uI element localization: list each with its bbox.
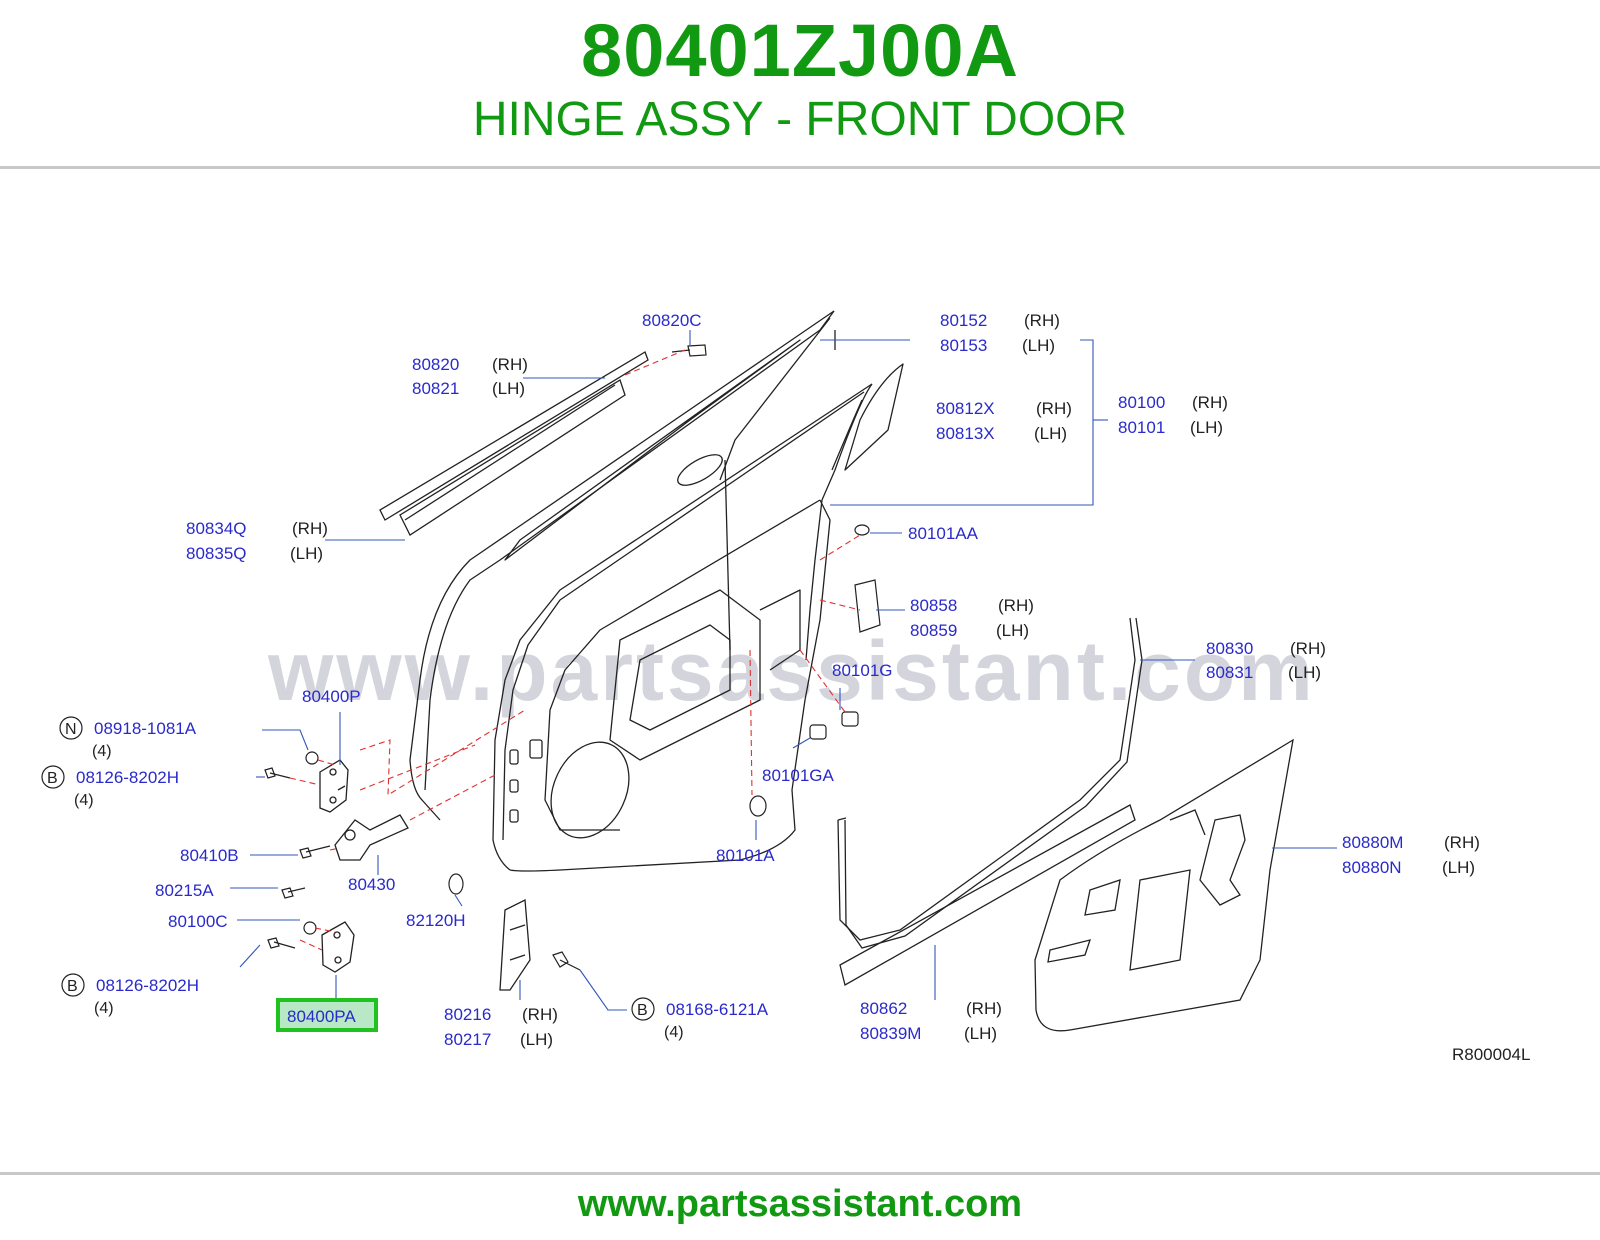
label-80839M[interactable]: 80839M [860, 1024, 921, 1043]
label-80153[interactable]: 80153 [940, 336, 987, 355]
side-80821: (LH) [492, 379, 525, 398]
label-80410B[interactable]: 80410B [180, 846, 239, 865]
callout-letter-N: N [65, 721, 77, 738]
side-80153: (LH) [1022, 336, 1055, 355]
label-08168-6121A[interactable]: 08168-6121A [666, 1000, 769, 1019]
lower-hinge [321, 921, 355, 973]
part-labels: 80820C 80820 (RH) 80821 (LH) 80152 (RH) … [41, 311, 1530, 1064]
side-80820: (RH) [492, 355, 528, 374]
label-80821[interactable]: 80821 [412, 379, 459, 398]
part-name-subtitle: HINGE ASSY - FRONT DOOR [472, 93, 1128, 146]
label-80400P[interactable]: 80400P [302, 687, 361, 706]
service-opening [609, 589, 761, 761]
body-hinge [499, 898, 531, 991]
label-80880M[interactable]: 80880M [1342, 833, 1403, 852]
qty-08126-8202H-lower: (4) [94, 1000, 114, 1017]
diagram-reference-code: R800004L [1452, 1045, 1530, 1064]
side-80880N: (LH) [1442, 858, 1475, 877]
label-08126-8202H-lower[interactable]: 08126-8202H [96, 976, 199, 995]
label-80216[interactable]: 80216 [444, 1005, 491, 1024]
qty-08918-1081A: (4) [92, 743, 112, 760]
door-outer-panel [409, 310, 835, 821]
label-80152[interactable]: 80152 [940, 311, 987, 330]
leader-lines [230, 330, 1337, 1011]
header-divider [0, 166, 1600, 169]
side-80101: (LH) [1190, 418, 1223, 437]
upper-hinge [319, 759, 349, 813]
label-80835Q[interactable]: 80835Q [186, 544, 247, 563]
callout-letter-B-3: B [637, 1002, 648, 1019]
side-80858: (RH) [998, 596, 1034, 615]
assembly-dashes [289, 349, 861, 951]
label-80831[interactable]: 80831 [1206, 663, 1253, 682]
label-80880N[interactable]: 80880N [1342, 858, 1402, 877]
label-80812X[interactable]: 80812X [936, 399, 995, 418]
door-inner-panel [509, 499, 831, 872]
label-80217[interactable]: 80217 [444, 1030, 491, 1049]
side-80100: (RH) [1192, 393, 1228, 412]
footer-website-link[interactable]: www.partsassistant.com [577, 1183, 1023, 1225]
door-check-link [334, 814, 409, 861]
label-80100[interactable]: 80100 [1118, 393, 1165, 412]
label-82120H[interactable]: 82120H [406, 911, 466, 930]
label-80100C[interactable]: 80100C [168, 912, 228, 931]
side-80834Q: (RH) [292, 519, 328, 538]
label-80820C[interactable]: 80820C [642, 311, 702, 330]
label-80430[interactable]: 80430 [348, 875, 395, 894]
label-80858[interactable]: 80858 [910, 596, 957, 615]
callout-circle-B-3 [631, 997, 655, 1021]
door-weatherstrip [837, 617, 1143, 949]
label-80862[interactable]: 80862 [860, 999, 907, 1018]
qty-08126-8202H-upper: (4) [74, 792, 94, 809]
side-80831: (LH) [1288, 663, 1321, 682]
door-trim-panel [1034, 738, 1294, 1032]
watermark-text: www.partsassistant.com [267, 624, 1316, 718]
window-moulding [379, 351, 649, 536]
side-80859: (LH) [996, 621, 1029, 640]
label-08918-1081A[interactable]: 08918-1081A [94, 719, 197, 738]
label-80215A[interactable]: 80215A [155, 881, 214, 900]
door-glass-outline [504, 339, 801, 561]
side-80813X: (LH) [1034, 424, 1067, 443]
qty-08168-6121A: (4) [664, 1024, 684, 1041]
callout-circle-B-2 [61, 973, 85, 997]
label-80101A[interactable]: 80101A [716, 846, 775, 865]
mirror-patch [844, 363, 904, 471]
label-80400PA[interactable]: 80400PA [287, 1007, 356, 1026]
door-sash [805, 383, 873, 661]
label-80830[interactable]: 80830 [1206, 639, 1253, 658]
highlight-box-80400PA [276, 998, 378, 1032]
callout-letter-B-2: B [67, 978, 78, 995]
side-80812X: (RH) [1036, 399, 1072, 418]
label-80101G[interactable]: 80101G [832, 661, 893, 680]
side-80880M: (RH) [1444, 833, 1480, 852]
label-80101GA[interactable]: 80101GA [762, 766, 834, 785]
side-80152: (RH) [1024, 311, 1060, 330]
side-80216: (RH) [522, 1005, 558, 1024]
side-80839M: (LH) [964, 1024, 997, 1043]
fasteners [264, 344, 881, 971]
callout-circle-B-1 [41, 765, 65, 789]
speaker-opening [550, 741, 630, 839]
part-number-title: 80401ZJ00A [581, 9, 1019, 92]
footer-divider [0, 1172, 1600, 1175]
side-80835Q: (LH) [290, 544, 323, 563]
label-80101[interactable]: 80101 [1118, 418, 1165, 437]
label-80813X[interactable]: 80813X [936, 424, 995, 443]
label-08126-8202H-upper[interactable]: 08126-8202H [76, 768, 179, 787]
door-window-frame [424, 310, 835, 791]
sill-moulding [839, 804, 1136, 986]
page-header: 80401ZJ00A HINGE ASSY - FRONT DOOR [0, 0, 1600, 168]
callout-circle-N [59, 716, 83, 740]
label-80101AA[interactable]: 80101AA [908, 524, 979, 543]
side-80830: (RH) [1290, 639, 1326, 658]
label-80820[interactable]: 80820 [412, 355, 459, 374]
label-80834Q[interactable]: 80834Q [186, 519, 247, 538]
side-80862: (RH) [966, 999, 1002, 1018]
door-artwork [409, 310, 904, 872]
callout-letter-B-1: B [47, 770, 58, 787]
side-80217: (LH) [520, 1030, 553, 1049]
label-80859[interactable]: 80859 [910, 621, 957, 640]
